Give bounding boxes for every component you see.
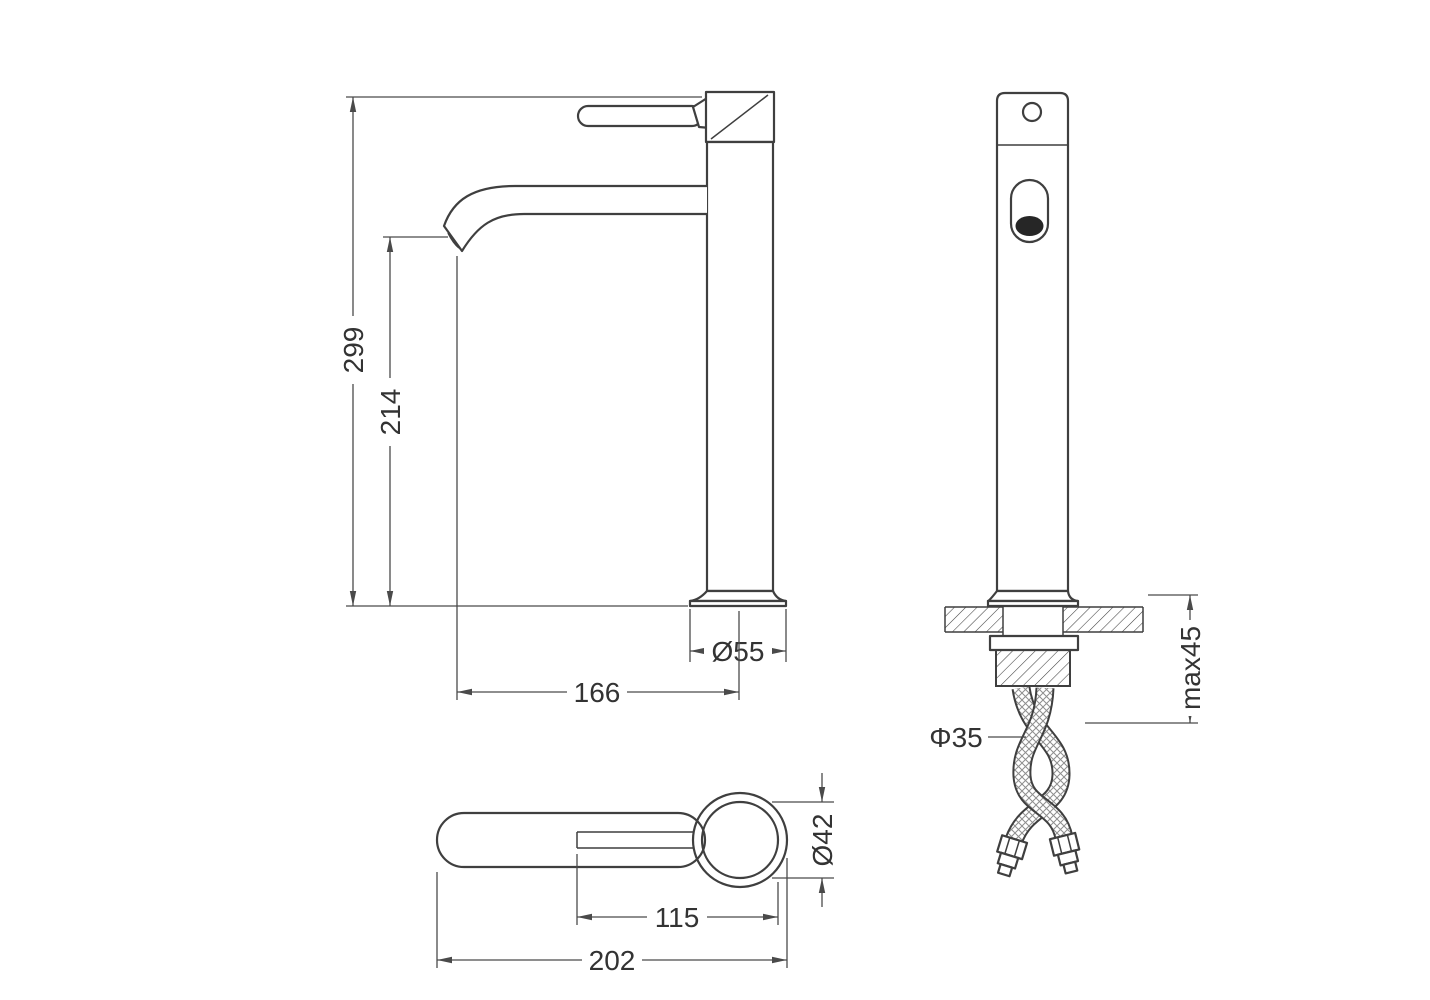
faucet-body <box>705 140 775 593</box>
counter-section <box>944 606 1144 633</box>
hose-fitting-left <box>996 834 1029 878</box>
dim-label-base-diameter: Ø55 <box>712 636 765 667</box>
dim-label-overall-length: 202 <box>589 945 636 976</box>
base-flare <box>688 589 788 603</box>
knob-outer-circle <box>691 791 789 889</box>
dim-lever-offset: 115 <box>576 854 779 933</box>
front-view-faucet <box>442 90 788 608</box>
mounting-hardware <box>988 606 1081 878</box>
lever-grip <box>435 811 707 869</box>
dim-label-max-thickness: max45 <box>1175 626 1206 710</box>
dim-base-diameter: Ø55 <box>689 609 787 667</box>
front-view: 299 214 Ø55 <box>337 90 788 708</box>
handle-dimensions: Ø42 115 202 <box>436 773 838 976</box>
mounting-washer <box>988 634 1080 652</box>
dim-label-spout-reach: 166 <box>574 677 621 708</box>
base-plate-side <box>986 599 1080 608</box>
dim-label-lever-offset: 115 <box>655 902 700 933</box>
spout-mouth-line <box>447 232 460 249</box>
mounting-nut <box>995 649 1071 687</box>
lever-handle-rod <box>576 104 704 128</box>
dim-label-knob-diameter: Ø42 <box>807 814 838 867</box>
dim-max-thickness: max45 <box>1085 594 1206 724</box>
pivot-hole <box>1021 101 1043 123</box>
side-view-faucet <box>986 91 1080 608</box>
hose-right <box>1014 687 1072 840</box>
dim-label-spout-height: 214 <box>375 389 406 436</box>
handle-parts <box>435 791 789 889</box>
supply-hoses <box>1005 686 1074 844</box>
knob-inner-circle <box>700 800 780 880</box>
dim-spout-height: 214 <box>374 236 448 606</box>
handle-top-view: Ø42 115 202 <box>435 773 838 976</box>
base-flare-side <box>986 589 1080 603</box>
side-view-dimensions: Φ35 max45 <box>929 594 1206 753</box>
dim-spout-reach: 166 <box>456 256 740 708</box>
front-view-dimensions: 299 214 Ø55 <box>337 96 787 708</box>
dim-shank-diameter: Φ35 <box>929 722 1026 753</box>
faucet-body-side <box>995 91 1070 593</box>
lever-axis-line <box>710 94 769 140</box>
dim-overall-length: 202 <box>436 858 788 976</box>
dim-knob-diameter: Ø42 <box>772 773 838 907</box>
hose-fitting-right <box>1048 831 1081 875</box>
dim-label-overall-height: 299 <box>338 327 369 374</box>
dim-overall-height: 299 <box>337 97 369 606</box>
spout <box>442 184 707 253</box>
dim-label-shank-diameter: Φ35 <box>929 722 982 753</box>
base-plate <box>688 599 788 608</box>
side-view: Φ35 max45 <box>929 91 1206 878</box>
outlet-opening <box>1015 216 1044 236</box>
